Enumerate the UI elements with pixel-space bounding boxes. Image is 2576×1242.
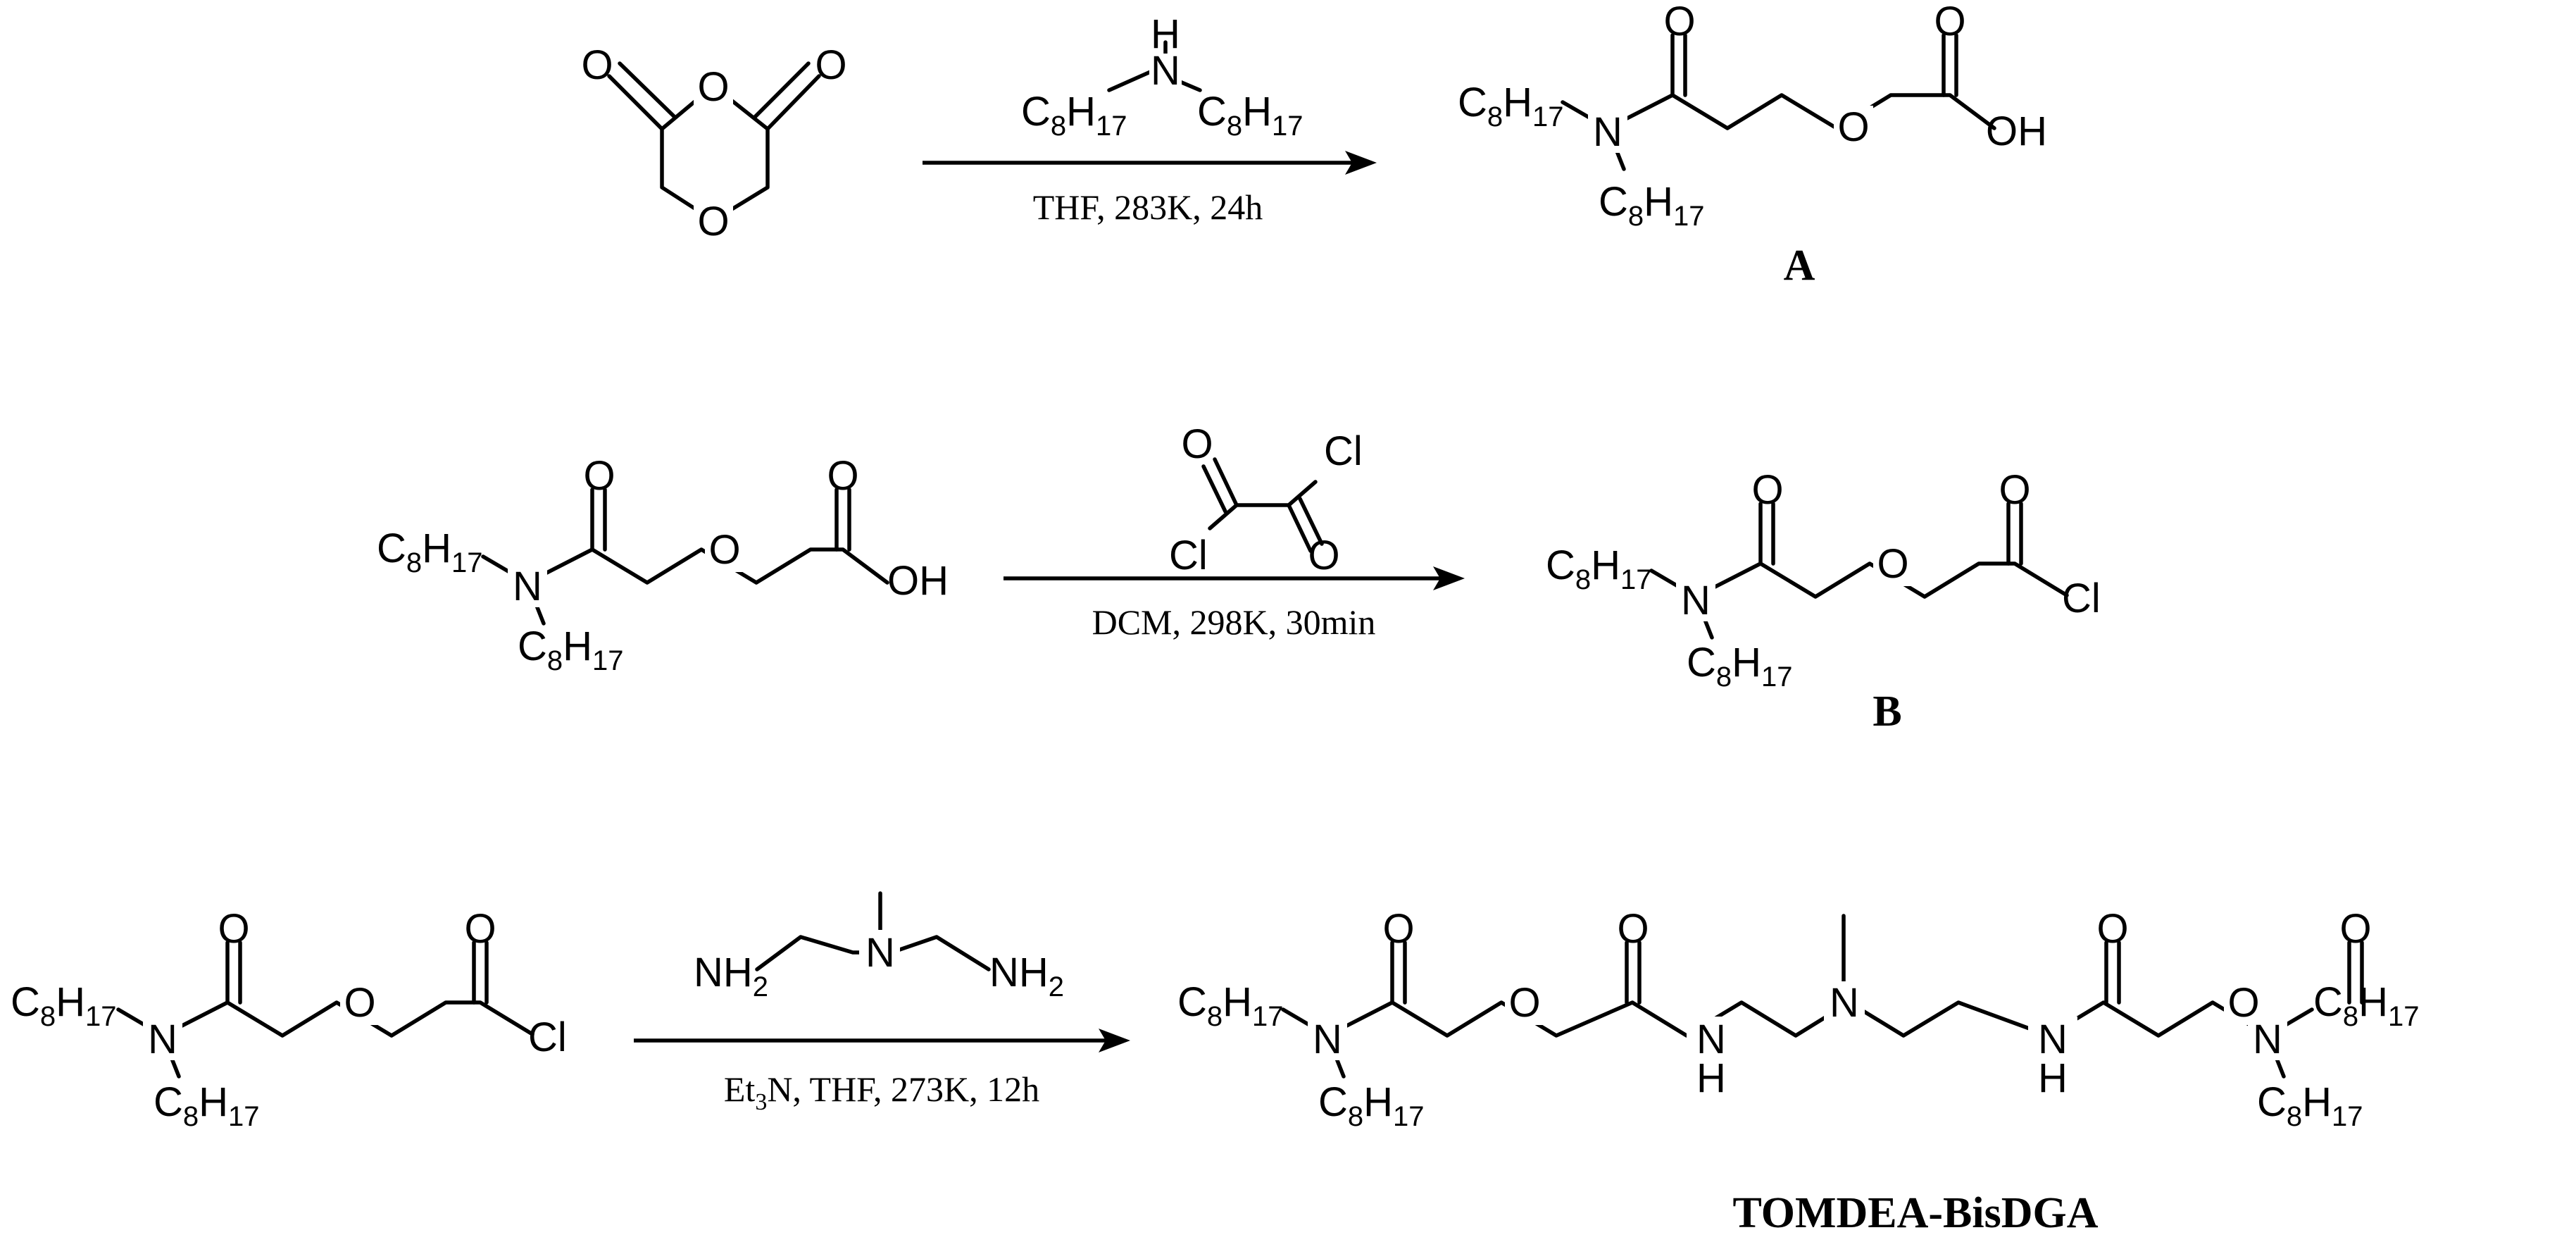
secondary-amide-nitrogen-left: N [1696, 1017, 1726, 1062]
ring-oxygen-top: O [697, 64, 729, 110]
carbonyl-oxygen-1: O [1382, 906, 1414, 952]
amine-hydrogen: H [1151, 11, 1180, 57]
tertiary-amine-nitrogen: N [865, 930, 895, 976]
secondary-amide-nitrogen-right: N [2038, 1017, 2068, 1062]
ether-oxygen: O [708, 527, 740, 573]
octyl-group-right-top: C8H17 [2313, 979, 2420, 1032]
octyl-group-bottom: C8H17 [1599, 179, 1705, 232]
octyl-group-top: C8H17 [1546, 542, 1652, 595]
row3-conditions: Et3N, THF, 273K, 12h [724, 1069, 1039, 1115]
amide-carbonyl-oxygen: O [583, 453, 615, 499]
acyl-chlorine: Cl [2062, 576, 2101, 621]
octyl-group-right: C8H17 [1197, 89, 1303, 142]
octyl-group-top: C8H17 [377, 526, 483, 578]
oxalyl-oxygen-bottom: O [1308, 533, 1339, 578]
row3-reaction-arrow: Et3N, THF, 273K, 12h [634, 1029, 1130, 1115]
ether-oxygen: O [1877, 541, 1908, 587]
amide-nitrogen: N [513, 564, 542, 609]
amide-nitrogen-left: N [1313, 1017, 1342, 1062]
row1-conditions: THF, 283K, 24h [1033, 187, 1263, 227]
carbonyl-oxygen-right: O [815, 42, 846, 88]
amide-nitrogen: N [1593, 109, 1622, 155]
carbonyl-oxygen-2: O [1617, 906, 1649, 952]
carbonyl-oxygen-3: O [2096, 906, 2128, 952]
acyl-carbonyl-oxygen: O [1999, 467, 2030, 513]
primary-amine-right: NH2 [989, 950, 1064, 1002]
octyl-group-left: C8H17 [1021, 89, 1127, 142]
product-label-B: B [1872, 688, 1901, 735]
ring-oxygen-bottom: O [697, 199, 729, 244]
oxalyl-chlorine-bottom: Cl [1169, 533, 1208, 578]
carbonyl-oxygen-4: O [2339, 906, 2371, 952]
octyl-group-bottom: C8H17 [154, 1079, 260, 1132]
octyl-group-right-bottom: C8H17 [2257, 1079, 2363, 1132]
acyl-chlorine: Cl [528, 1014, 567, 1060]
row2-starting-material-A: N O O O OH C8H17 C8H17 [377, 453, 949, 676]
primary-amine-left: NH2 [694, 950, 768, 1002]
row1-starting-material-diglycolic-anhydride: O O O O [581, 42, 846, 244]
amide-nitrogen: N [1681, 578, 1711, 623]
row1-reagent-dioctylamine: H N C8H17 C8H17 [1021, 11, 1303, 142]
octyl-group-left-bottom: C8H17 [1318, 1079, 1425, 1132]
tertiary-amine-nitrogen: N [1830, 980, 1859, 1026]
octyl-group-bottom: C8H17 [1687, 640, 1793, 693]
row1-product-A: N O O O OH C8H17 C8H17 A [1458, 0, 2047, 290]
amide-carbonyl-oxygen: O [218, 906, 249, 952]
row2-conditions: DCM, 298K, 30min [1092, 602, 1376, 642]
row3-starting-material-B: N O O O Cl C8H17 C8H17 [11, 906, 567, 1132]
row3-product-TOMDEA-BisDGA: N O O O N H N N H O O O N C8H17 C8H17 C8… [1177, 906, 2420, 1237]
oxalyl-chlorine-top: Cl [1324, 428, 1363, 474]
amide-hydrogen-left: H [1696, 1055, 1726, 1101]
ether-oxygen-right: O [2227, 980, 2259, 1026]
acid-carbonyl-oxygen: O [827, 453, 858, 499]
amide-carbonyl-oxygen: O [1663, 0, 1695, 44]
acyl-carbonyl-oxygen: O [464, 906, 496, 952]
amide-nitrogen-right: N [2253, 1017, 2282, 1062]
amide-carbonyl-oxygen: O [1751, 467, 1783, 513]
row1-reaction-arrow: THF, 283K, 24h [923, 151, 1377, 227]
octyl-group-left-top: C8H17 [1177, 979, 1284, 1032]
octyl-group-top: C8H17 [11, 979, 117, 1032]
product-label-A: A [1784, 242, 1815, 290]
hydroxyl-group: OH [887, 558, 949, 604]
row3-reagent-methyl-diethylenetriamine: N NH2 NH2 [694, 891, 1064, 1002]
amine-nitrogen: N [1151, 48, 1180, 94]
hydroxyl-group: OH [1986, 108, 2047, 154]
carbonyl-oxygen-left: O [581, 42, 613, 88]
ether-oxygen: O [1837, 104, 1869, 150]
ether-oxygen: O [344, 980, 375, 1026]
ether-oxygen-left: O [1508, 980, 1540, 1026]
row2-product-B: N O O O Cl C8H17 C8H17 B [1546, 467, 2101, 735]
octyl-group-bottom: C8H17 [518, 623, 624, 676]
amide-nitrogen: N [148, 1017, 177, 1062]
row2-reaction-arrow: DCM, 298K, 30min [1003, 566, 1465, 642]
acid-carbonyl-oxygen: O [1934, 0, 1965, 44]
row2-reagent-oxalyl-chloride: O Cl Cl O [1169, 421, 1363, 578]
oxalyl-oxygen-top: O [1181, 421, 1213, 467]
octyl-group-top: C8H17 [1458, 80, 1564, 132]
amide-hydrogen-right: H [2038, 1055, 2068, 1101]
product-label-TOMDEA-BisDGA: TOMDEA-BisDGA [1732, 1189, 2098, 1237]
